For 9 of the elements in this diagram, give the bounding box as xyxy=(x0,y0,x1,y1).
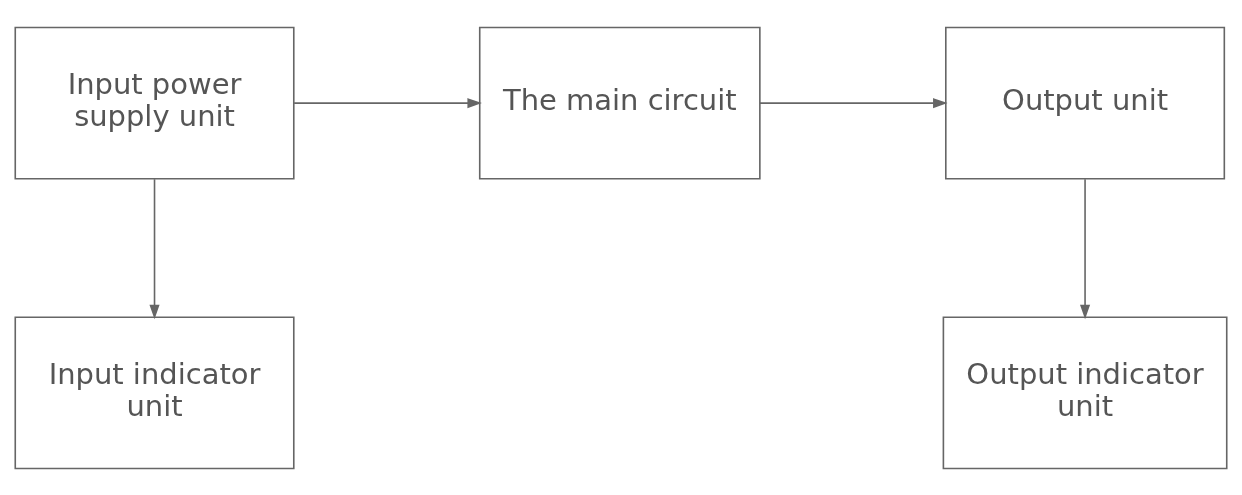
node-box: Input indicator unit xyxy=(14,315,295,469)
node-box: Output unit xyxy=(945,26,1226,180)
arrow xyxy=(1080,177,1091,319)
arrow xyxy=(149,177,160,319)
node-box: Output indicator unit xyxy=(942,315,1228,469)
node-box: The main circuit xyxy=(478,26,761,180)
arrow xyxy=(759,97,948,108)
node-box: Input power supply unit xyxy=(14,26,295,180)
arrow xyxy=(293,97,482,108)
